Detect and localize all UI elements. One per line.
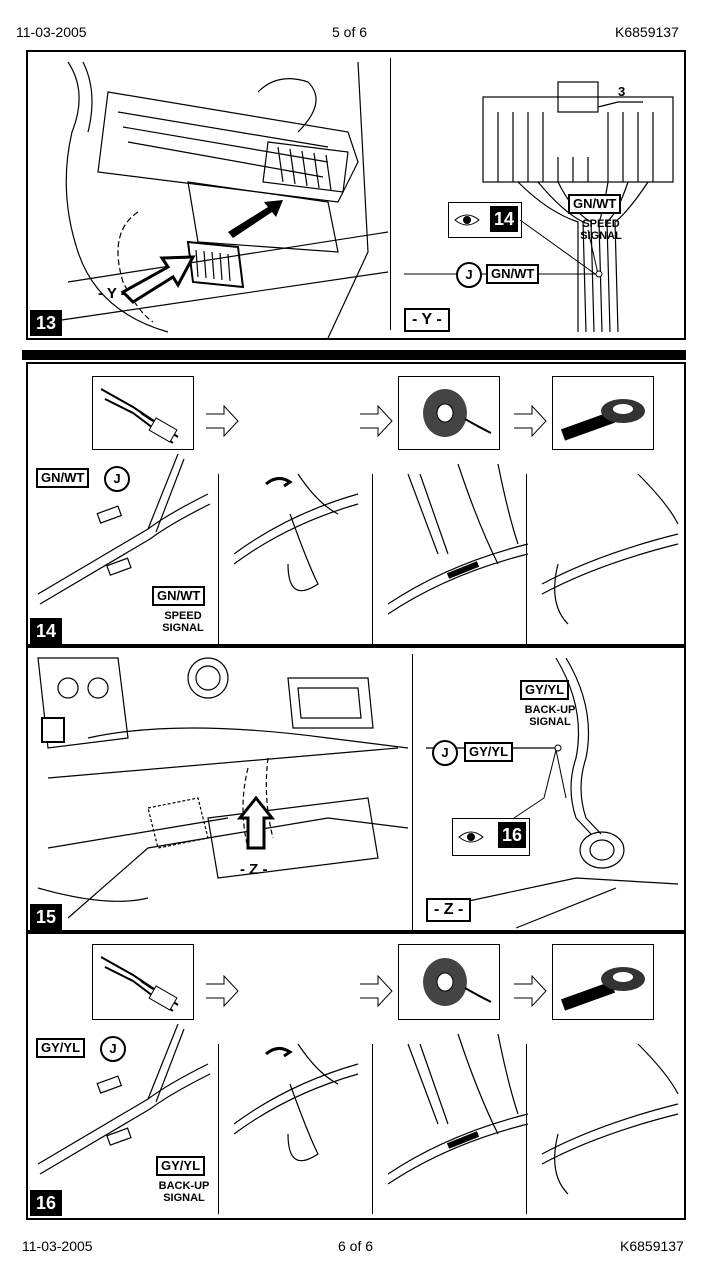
crimp-tool-box <box>92 944 194 1020</box>
solder-spool-box <box>398 376 500 450</box>
section-bar <box>22 350 686 360</box>
crimp-tool-box <box>92 376 194 450</box>
crimp-tool-icon <box>100 388 179 444</box>
splice-illustrations <box>37 1023 679 1195</box>
splice-illustrations <box>37 453 679 625</box>
footer-doc-id: K6859137 <box>620 1238 684 1254</box>
step-number: 16 <box>30 1190 62 1216</box>
eye-icon <box>458 831 484 843</box>
step-15-panel: - Z - GY/YL BACK-UP SIGNAL J GY/YL 16 - … <box>26 646 686 932</box>
divider <box>218 1044 219 1214</box>
tape-roll-box <box>552 376 654 450</box>
step-14-reference: 14 <box>448 202 522 238</box>
step-14-panel: GN/WT J GN/WT SPEED SIGNAL 14 <box>26 362 686 646</box>
header-date: 11-03-2005 <box>16 24 87 40</box>
footer-date: 11-03-2005 <box>22 1238 93 1254</box>
step-number: 14 <box>30 618 62 644</box>
pin-number: 3 <box>618 84 626 99</box>
step-number: 13 <box>30 310 62 336</box>
step-16-reference: 16 <box>452 818 530 856</box>
caption: SPEED SIGNAL <box>162 610 204 634</box>
bottom-wire-label: GY/YL <box>156 1156 206 1176</box>
caption: BACK-UP SIGNAL <box>158 1180 210 1204</box>
step-number: 15 <box>30 904 62 930</box>
eye-icon <box>454 214 480 226</box>
divider <box>526 474 527 644</box>
connector-wire-label: GN/WT <box>568 194 622 214</box>
wire-j-marker: J <box>104 466 130 492</box>
connector-wire-label: GY/YL <box>520 680 570 700</box>
solder-spool-box <box>398 944 500 1020</box>
dash-underside-illustration <box>37 657 409 919</box>
divider <box>372 1044 373 1214</box>
wire-label: GY/YL <box>464 742 514 762</box>
divider <box>218 474 219 644</box>
ref-step-number: 16 <box>498 822 526 848</box>
box-z-label: - Z - <box>426 898 472 922</box>
wire-j-marker: J <box>100 1036 126 1062</box>
view-z-label: - Z - <box>240 861 268 878</box>
connector-caption: BACK-UP SIGNAL <box>524 704 576 728</box>
step-13-panel: - Y - 13 3 GN/WT SPEED SIGNAL 14 J GN/WT… <box>26 50 686 340</box>
crimp-tool-icon <box>100 956 179 1012</box>
solder-spool-icon <box>423 958 492 1006</box>
solder-spool-icon <box>423 389 492 437</box>
box-y-label: - Y - <box>404 308 450 332</box>
arrow-icon <box>514 404 547 438</box>
wire-label: GN/WT <box>36 468 90 488</box>
arrow-icon <box>360 404 393 438</box>
connector-caption: SPEED SIGNAL <box>580 218 622 242</box>
connector-diagram <box>482 81 674 333</box>
wire-j-marker: J <box>432 740 458 766</box>
dash-illustration <box>47 61 389 339</box>
arrow-icon <box>206 974 239 1008</box>
arrow-icon <box>360 974 393 1008</box>
tape-roll-box <box>552 944 654 1020</box>
tape-roll-icon <box>560 967 645 1011</box>
wire-label: GY/YL <box>36 1038 86 1058</box>
wire-label: GN/WT <box>486 264 540 284</box>
bottom-wire-label: GN/WT <box>152 586 206 606</box>
step-16-panel: GY/YL J GY/YL BACK-UP SIGNAL 16 <box>26 932 686 1220</box>
footer-page: 6 of 6 <box>338 1238 374 1254</box>
header-doc-id: K6859137 <box>615 24 679 40</box>
arrow-icon <box>514 974 547 1008</box>
arrow-icon <box>206 404 239 438</box>
wire-j-marker: J <box>456 262 482 288</box>
ref-step-number: 14 <box>490 206 518 232</box>
leader-lines <box>404 219 603 278</box>
header-page: 5 of 6 <box>332 24 368 40</box>
view-y-label: - Y - <box>98 285 126 302</box>
divider <box>372 474 373 644</box>
tape-roll-icon <box>560 399 645 441</box>
divider <box>390 58 391 330</box>
divider <box>526 1044 527 1214</box>
divider <box>412 654 413 930</box>
